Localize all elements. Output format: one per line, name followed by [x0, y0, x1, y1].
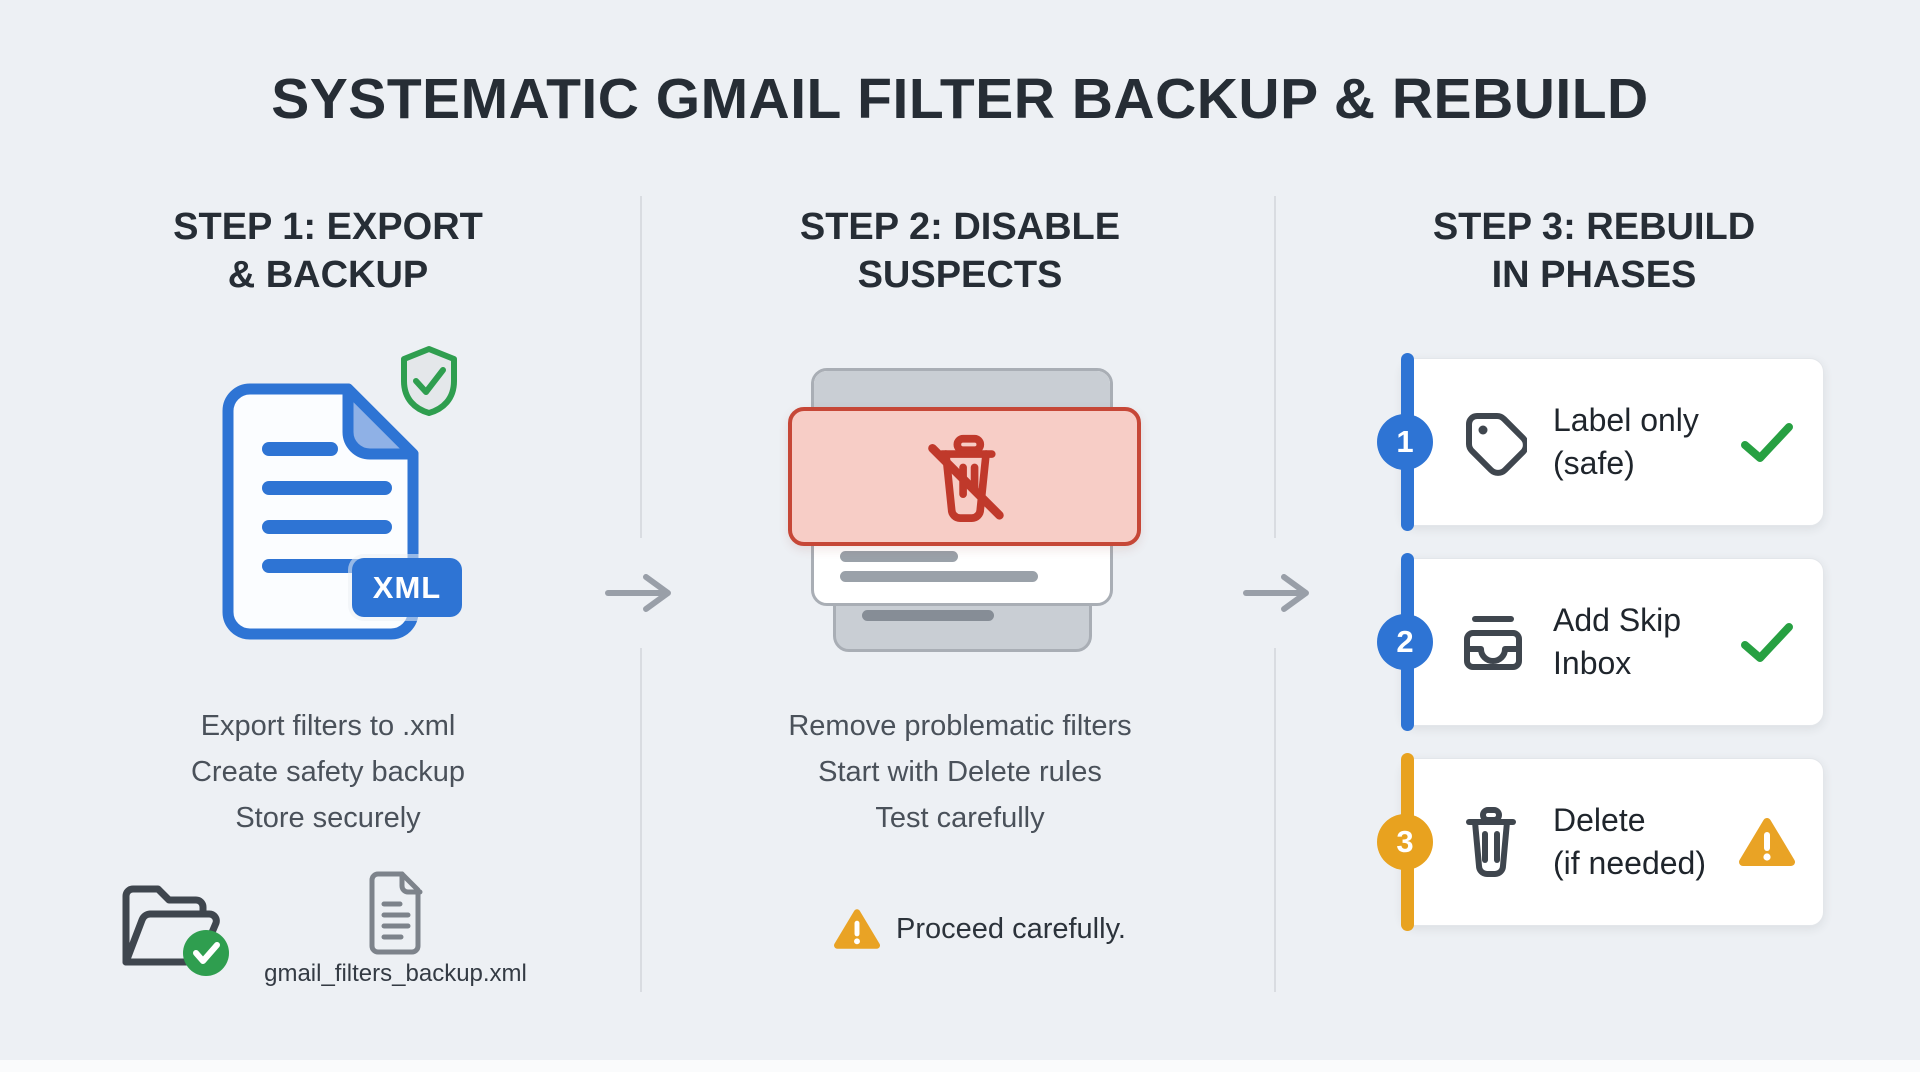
step2-heading: STEP 2: DISABLE SUSPECTS: [750, 203, 1170, 299]
phase3-label: Delete (if needed): [1553, 799, 1706, 885]
step1-heading-line2: & BACKUP: [227, 254, 429, 296]
step1-heading-line1: STEP 1: EXPORT: [173, 206, 483, 248]
step1-bullet-3: Store securely: [235, 802, 421, 834]
step1-bullet-2: Create safety backup: [190, 756, 466, 788]
step1-bullet-1: Export filters to .xml: [200, 710, 456, 742]
phase1-label: Label only (safe): [1553, 399, 1699, 485]
phase-card-3: 3 Delete (if needed): [1377, 753, 1824, 931]
phase-card-1: 1 Label only (safe): [1377, 353, 1824, 531]
caution-note: Proceed carefully.: [750, 908, 1210, 950]
trash-icon: [1466, 807, 1516, 877]
phase3-label-line1: Delete: [1553, 802, 1646, 838]
backup-file-icon: [362, 870, 426, 961]
phase3-number-badge: 3: [1377, 814, 1433, 870]
phase2-label: Add Skip Inbox: [1553, 599, 1681, 685]
phase2-label-line1: Add Skip: [1553, 602, 1682, 638]
phase1-label-line2: (safe): [1553, 445, 1635, 481]
check-icon: [1741, 623, 1793, 662]
phase1-label-line1: Label only: [1553, 402, 1699, 438]
step2-bullets: Remove problematic filters Start with De…: [750, 703, 1170, 841]
step2-heading-line2: SUSPECTS: [857, 254, 1063, 296]
page-title: SYSTEMATIC GMAIL FILTER BACKUP & REBUILD: [271, 67, 1649, 131]
xml-badge: XML: [352, 558, 462, 617]
step3-heading: STEP 3: REBUILD IN PHASES: [1384, 203, 1804, 299]
step3-heading-line2: IN PHASES: [1491, 254, 1697, 296]
filter-text-line-1: [840, 551, 958, 562]
phase-card-2: 2 Add Skip Inbox: [1377, 553, 1824, 731]
step2-illustration: [780, 360, 1141, 660]
step2-bullet-2: Start with Delete rules: [818, 756, 1102, 788]
step2-bullet-3: Test carefully: [875, 802, 1045, 834]
inbox-icon: [1464, 616, 1522, 670]
step2-heading-line1: STEP 2: DISABLE: [799, 206, 1121, 248]
step1-illustration: XML: [160, 345, 520, 657]
phase3-label-line2: (if needed): [1553, 845, 1706, 881]
step2-bullet-1: Remove problematic filters: [788, 710, 1132, 742]
check-icon: [1741, 423, 1793, 462]
backup-filename: gmail_filters_backup.xml: [264, 960, 527, 987]
phase1-number-badge: 1: [1377, 414, 1433, 470]
disabled-filter-banner: [788, 407, 1141, 546]
filter-row-text-line: [862, 610, 994, 621]
warning-triangle-icon: [1739, 818, 1795, 866]
step1-heading: STEP 1: EXPORT & BACKUP: [118, 203, 538, 299]
shield-check-icon: [401, 346, 457, 416]
arrow-right-icon-1: [600, 538, 684, 648]
step3-heading-line1: STEP 3: REBUILD: [1432, 206, 1756, 248]
caution-note-text: Proceed carefully.: [896, 912, 1126, 945]
filter-text-line-2: [840, 571, 1038, 582]
bottom-edge-strip: [0, 1060, 1920, 1072]
phase2-number-badge: 2: [1377, 614, 1433, 670]
tag-icon: [1466, 413, 1527, 476]
warning-triangle-icon: [834, 909, 881, 949]
folder-check-icon: [118, 872, 232, 983]
step1-bullets: Export filters to .xml Create safety bac…: [118, 703, 538, 841]
no-delete-trash-icon: [927, 434, 1004, 522]
phase2-label-line2: Inbox: [1553, 645, 1632, 681]
arrow-right-icon-2: [1238, 538, 1322, 648]
